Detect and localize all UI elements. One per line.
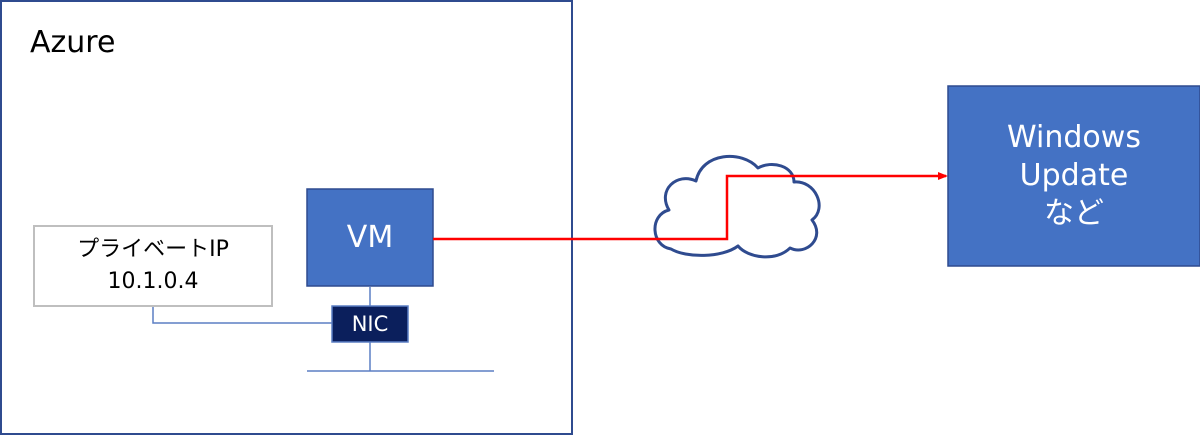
nic-label: NIC <box>351 312 389 336</box>
vm-label: VM <box>346 220 394 255</box>
windows-update-line-3: など <box>1044 196 1104 231</box>
azure-label: Azure <box>30 25 116 60</box>
internet-cloud-icon <box>653 154 821 259</box>
vm-box <box>306 188 434 287</box>
private-ip-address: 10.1.0.4 <box>107 269 199 294</box>
ip-to-nic-connector <box>152 306 332 324</box>
nic-box <box>331 305 409 343</box>
private-ip-box <box>33 225 273 307</box>
windows-update-box <box>947 85 1200 267</box>
windows-update-label: Windows Update など <box>948 86 1200 266</box>
private-ip-label: プライベートIP 10.1.0.4 <box>34 226 272 306</box>
azure-boundary <box>0 0 573 435</box>
private-ip-title: プライベートIP <box>77 237 229 262</box>
outbound-route-arrow <box>433 172 948 241</box>
windows-update-line-2: Update <box>1019 158 1129 193</box>
windows-update-line-1: Windows <box>1007 120 1141 155</box>
